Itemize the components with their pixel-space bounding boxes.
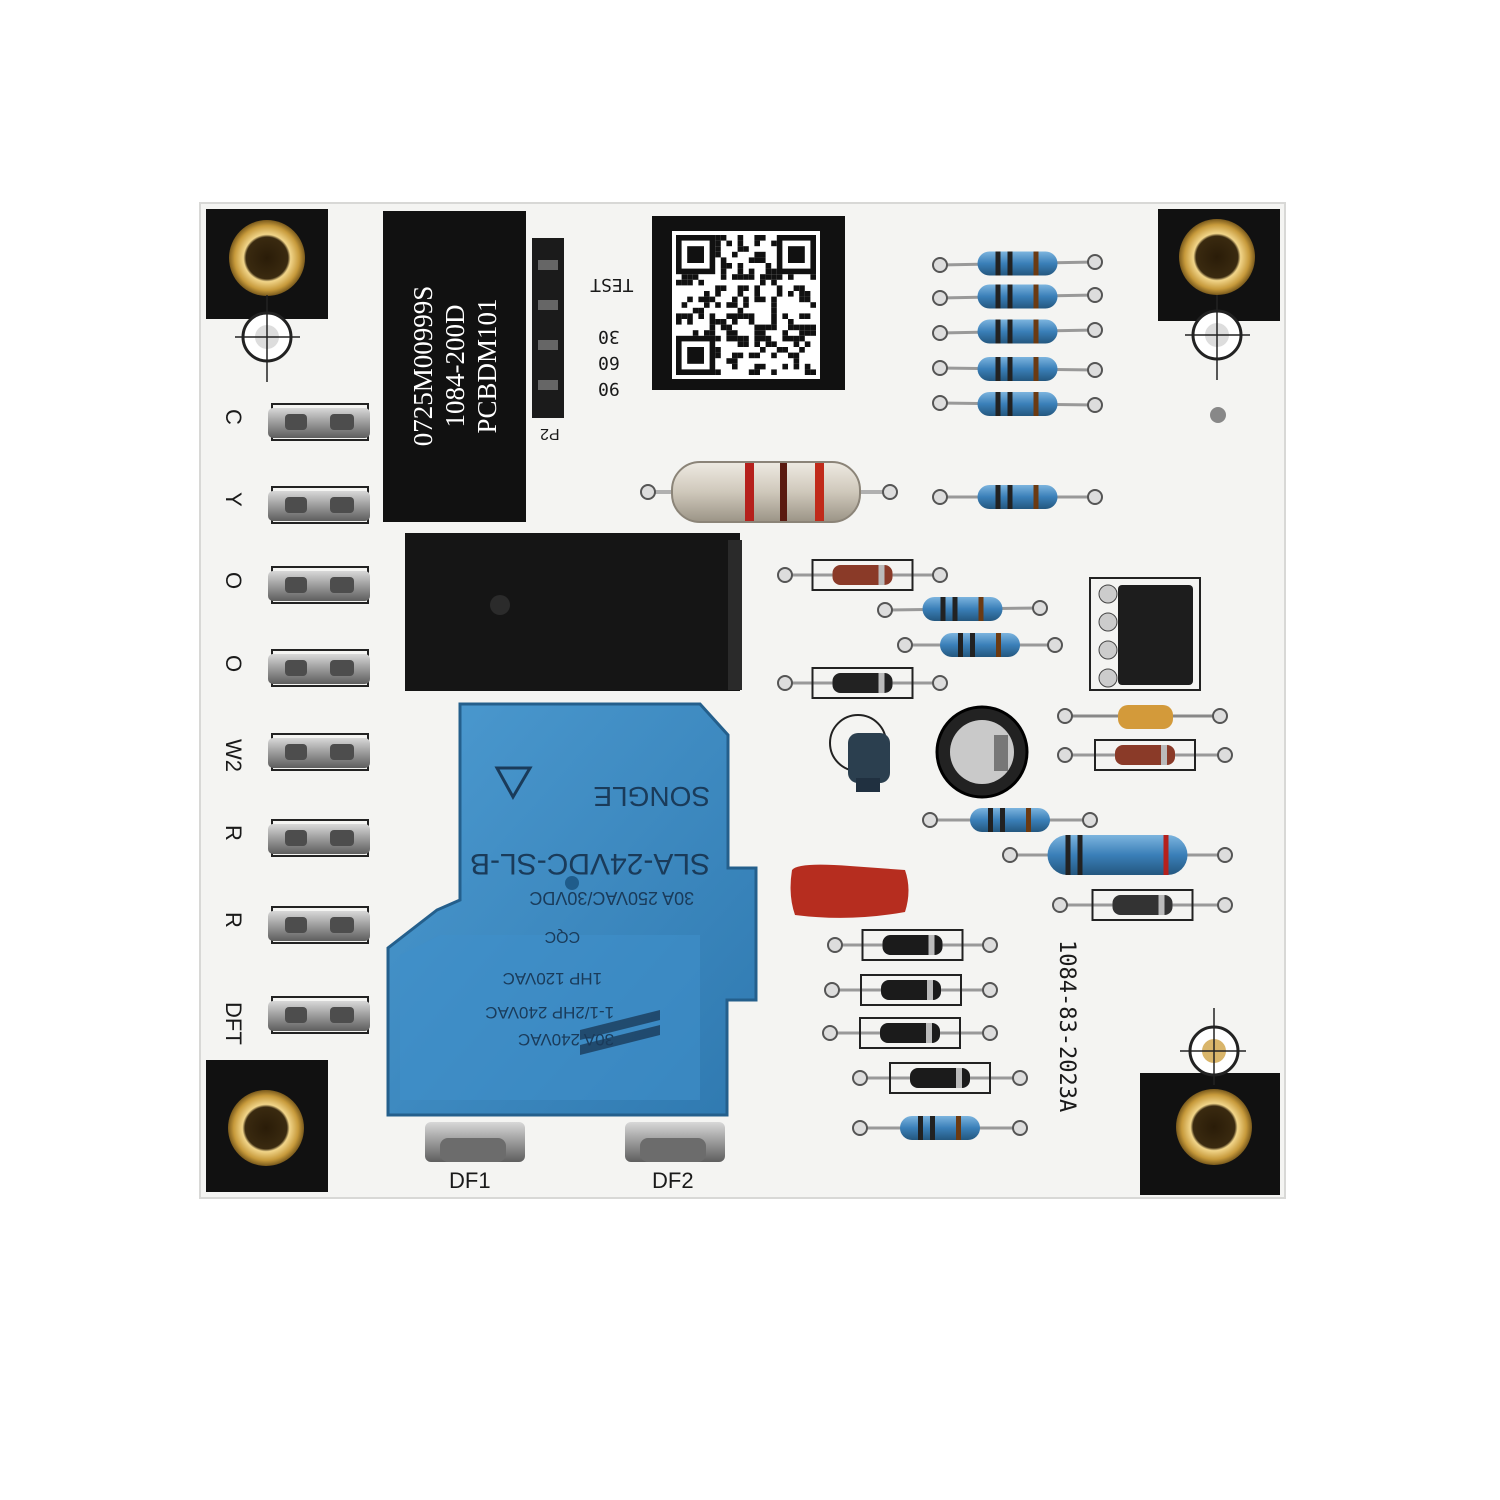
terminal-label-1: C bbox=[221, 409, 246, 425]
small-relay bbox=[405, 533, 742, 691]
mounting-hole-top-right bbox=[1158, 209, 1280, 423]
diode-8 bbox=[852, 1062, 1028, 1094]
spade-terminal-column bbox=[268, 403, 370, 1034]
resistor-3 bbox=[932, 319, 1103, 344]
df1-terminal bbox=[425, 1122, 525, 1162]
spade-terminal-8 bbox=[268, 996, 370, 1034]
diode-5 bbox=[827, 929, 998, 961]
df2-label: DF2 bbox=[652, 1168, 694, 1193]
qr-code bbox=[672, 231, 820, 379]
mounting-hole-bottom-right bbox=[1140, 1008, 1280, 1195]
resistor-10 bbox=[1002, 835, 1233, 875]
spade-terminal-7 bbox=[268, 906, 370, 944]
terminal-label-5: W2 bbox=[221, 739, 246, 772]
diode-4 bbox=[1052, 889, 1233, 921]
spade-terminal-2 bbox=[268, 486, 370, 524]
resistor-4 bbox=[932, 357, 1103, 381]
terminal-label-4: O bbox=[221, 655, 246, 672]
resistor-2 bbox=[932, 284, 1103, 309]
relay-rating-2: 1HP 120VAC bbox=[503, 969, 603, 988]
ceramic-capacitor bbox=[1057, 705, 1228, 729]
relay-text-group: SONGLE SLA-24VDC-SL-B 30A 250VAC/30VDC C… bbox=[470, 781, 710, 1049]
qr-code-label bbox=[652, 216, 845, 390]
terminal-label-6: R bbox=[221, 825, 246, 841]
header-label: P2 bbox=[540, 425, 560, 442]
jumper-labels: TEST 30 60 90 bbox=[590, 274, 634, 399]
diode-array bbox=[777, 559, 1233, 1094]
jumper-label-60: 60 bbox=[598, 352, 620, 373]
spade-terminal-6 bbox=[268, 819, 370, 857]
part-label-line-1: 0725M00999S bbox=[408, 286, 438, 447]
mounting-hole-top-left bbox=[206, 209, 328, 382]
terminal-label-2: Y bbox=[221, 492, 246, 507]
spade-terminal-3 bbox=[268, 566, 370, 604]
ic-chip bbox=[1089, 577, 1201, 691]
diode-1 bbox=[777, 559, 948, 591]
transistor bbox=[829, 714, 890, 792]
power-resistor bbox=[640, 461, 898, 523]
terminal-label-3: O bbox=[221, 572, 246, 589]
resistor-8 bbox=[897, 633, 1063, 657]
relay-rating-3: 1-1/2HP 240VAC bbox=[485, 1003, 614, 1022]
jumper-label-test: TEST bbox=[590, 274, 634, 295]
part-label-line-3: PCBDM101 bbox=[472, 298, 502, 433]
resistor-array bbox=[852, 251, 1233, 1140]
relay-rating-1: 30A 250VAC/30VDC bbox=[529, 888, 694, 908]
jumper-label-90: 90 bbox=[598, 378, 620, 399]
resistor-7 bbox=[877, 597, 1048, 621]
resistor-6 bbox=[932, 485, 1103, 509]
diode-7 bbox=[822, 1017, 998, 1049]
resistor-9 bbox=[922, 808, 1098, 832]
spade-terminal-1 bbox=[268, 403, 370, 441]
mounting-hole-bottom-left bbox=[206, 1060, 328, 1192]
relay-model: SLA-24VDC-SL-B bbox=[470, 847, 710, 880]
spade-terminal-5 bbox=[268, 733, 370, 771]
jumper-label-30: 30 bbox=[598, 326, 620, 347]
df2-terminal bbox=[625, 1122, 725, 1162]
p2-jumper-header: P2 bbox=[532, 238, 564, 442]
part-label-block: 0725M00999S 1084-200D PCBDM101 bbox=[383, 211, 526, 522]
board-revision: 1084-83-2023A bbox=[1054, 940, 1079, 1112]
electrolytic-capacitor bbox=[935, 705, 1029, 799]
diode-3 bbox=[1057, 739, 1233, 771]
resistor-11 bbox=[852, 1116, 1028, 1140]
df1-label: DF1 bbox=[449, 1168, 491, 1193]
resistor-1 bbox=[932, 251, 1103, 276]
diode-2 bbox=[777, 667, 948, 699]
terminal-label-7: R bbox=[221, 912, 246, 928]
diode-6 bbox=[824, 974, 998, 1006]
relay-brand: SONGLE bbox=[593, 781, 710, 812]
resistor-5 bbox=[932, 392, 1103, 416]
terminal-label-column: C Y O O W2R R DFT bbox=[221, 409, 246, 1045]
film-capacitor bbox=[790, 864, 909, 918]
relay-cert: CQC bbox=[545, 928, 581, 945]
terminal-label-8: DFT bbox=[221, 1002, 246, 1045]
spade-terminal-4 bbox=[268, 649, 370, 687]
part-label-line-2: 1084-200D bbox=[440, 305, 470, 428]
main-relay: SONGLE SLA-24VDC-SL-B 30A 250VAC/30VDC C… bbox=[386, 702, 758, 1117]
